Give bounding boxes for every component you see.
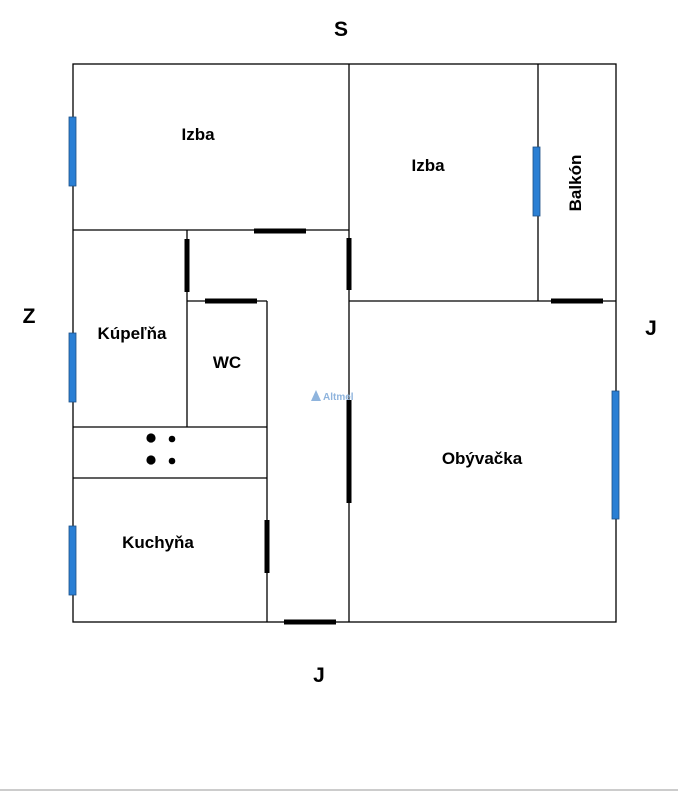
room-label-kupelna: Kúpeľňa: [98, 324, 167, 343]
burner-icon: [146, 433, 156, 443]
room-label-kuchyna: Kuchyňa: [122, 533, 194, 552]
window-obyvacka: [611, 390, 620, 520]
room-label-obyvacka: Obývačka: [442, 449, 523, 468]
window-izba-left: [68, 116, 77, 187]
window-kuchyna: [68, 525, 77, 596]
compass-north-label: S: [334, 18, 348, 41]
watermark-logo: Altmel: [311, 390, 354, 403]
doors: [184, 228, 603, 625]
burner-icon: [168, 435, 176, 443]
window-izba-right: [532, 146, 541, 217]
windows: [68, 116, 620, 596]
watermark-icon: [311, 390, 321, 401]
stove-icon: [146, 433, 176, 465]
room-label-izba-left: Izba: [181, 125, 215, 144]
compass-east-label: J: [645, 317, 657, 340]
room-label-wc: WC: [213, 353, 241, 372]
burner-icon: [146, 455, 156, 465]
watermark-text: Altmel: [323, 392, 354, 403]
window-kupelna: [68, 332, 77, 403]
room-label-balkon: Balkón: [566, 155, 585, 212]
compass-west-label: Z: [23, 305, 36, 328]
burner-icon: [168, 457, 176, 465]
compass-south-label: J: [313, 664, 325, 687]
room-label-izba-right: Izba: [411, 156, 445, 175]
